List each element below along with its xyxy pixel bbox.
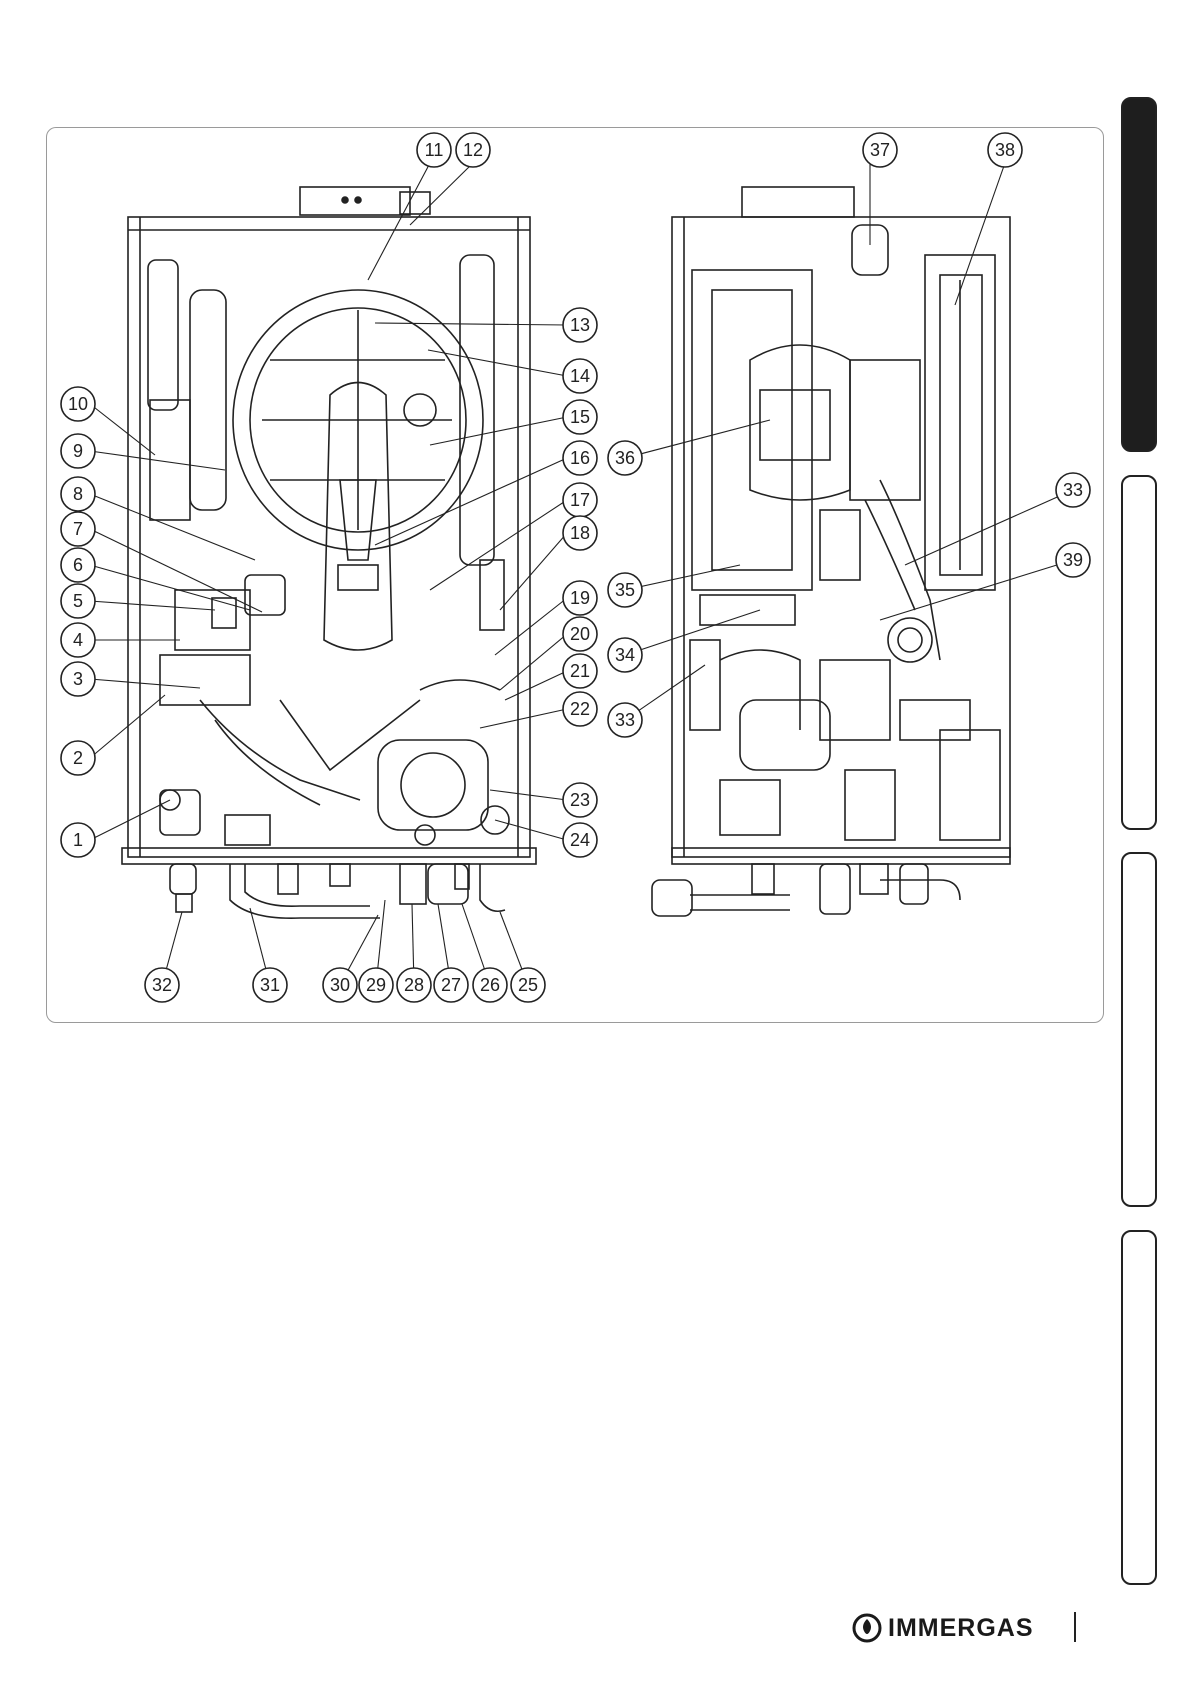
svg-text:13: 13: [570, 315, 590, 335]
svg-text:29: 29: [366, 975, 386, 995]
svg-text:12: 12: [463, 140, 483, 160]
svg-text:7: 7: [73, 519, 83, 539]
svg-text:28: 28: [404, 975, 424, 995]
svg-text:30: 30: [330, 975, 350, 995]
callout-17: 17: [563, 483, 597, 517]
callout-19: 19: [563, 581, 597, 615]
callout-37: 37: [863, 133, 897, 167]
callout-2: 2: [61, 741, 95, 775]
immergas-logo: IMMERGAS: [852, 1608, 1034, 1648]
svg-text:36: 36: [615, 448, 635, 468]
callout-39: 39: [1056, 543, 1090, 577]
callout-23: 23: [563, 783, 597, 817]
svg-text:3: 3: [73, 669, 83, 689]
callout-11: 11: [417, 133, 451, 167]
callout-8: 8: [61, 477, 95, 511]
callout-1: 1: [61, 823, 95, 857]
callout-38: 38: [988, 133, 1022, 167]
chapter-tab-3[interactable]: [1121, 852, 1157, 1207]
svg-text:19: 19: [570, 588, 590, 608]
svg-text:34: 34: [615, 645, 635, 665]
front-view-boiler: [122, 187, 536, 918]
immergas-flame-icon: [852, 1613, 882, 1643]
svg-text:38: 38: [995, 140, 1015, 160]
svg-text:1: 1: [73, 830, 83, 850]
svg-text:17: 17: [570, 490, 590, 510]
svg-text:27: 27: [441, 975, 461, 995]
svg-text:35: 35: [615, 580, 635, 600]
svg-text:6: 6: [73, 555, 83, 575]
callout-7: 7: [61, 512, 95, 546]
svg-text:16: 16: [570, 448, 590, 468]
callout-26: 26: [473, 968, 507, 1002]
callout-25: 25: [511, 968, 545, 1002]
callout-33-lower: 33: [608, 703, 642, 737]
svg-text:20: 20: [570, 624, 590, 644]
svg-text:5: 5: [73, 591, 83, 611]
callout-21: 21: [563, 654, 597, 688]
callout-27: 27: [434, 968, 468, 1002]
svg-text:10: 10: [68, 394, 88, 414]
svg-text:8: 8: [73, 484, 83, 504]
svg-text:14: 14: [570, 366, 590, 386]
callout-32: 32: [145, 968, 179, 1002]
callout-29: 29: [359, 968, 393, 1002]
svg-text:18: 18: [570, 523, 590, 543]
svg-text:32: 32: [152, 975, 172, 995]
callout-12: 12: [456, 133, 490, 167]
side-view-boiler: [652, 187, 1010, 916]
svg-text:15: 15: [570, 407, 590, 427]
svg-text:4: 4: [73, 630, 83, 650]
callout-6: 6: [61, 548, 95, 582]
callout-4: 4: [61, 623, 95, 657]
chapter-tab-2[interactable]: [1121, 475, 1157, 830]
callout-33-upper: 33: [1056, 473, 1090, 507]
callout-16: 16: [563, 441, 597, 475]
callout-36: 36: [608, 441, 642, 475]
svg-text:33: 33: [615, 710, 635, 730]
svg-text:9: 9: [73, 441, 83, 461]
svg-text:2: 2: [73, 748, 83, 768]
callout-10: 10: [61, 387, 95, 421]
callout-15: 15: [563, 400, 597, 434]
svg-text:31: 31: [260, 975, 280, 995]
chapter-tab-4[interactable]: [1121, 1230, 1157, 1585]
logo-divider: [1074, 1612, 1076, 1642]
callout-9: 9: [61, 434, 95, 468]
brand-name: IMMERGAS: [888, 1614, 1034, 1643]
svg-text:37: 37: [870, 140, 890, 160]
callout-18: 18: [563, 516, 597, 550]
svg-text:21: 21: [570, 661, 590, 681]
svg-text:25: 25: [518, 975, 538, 995]
svg-text:39: 39: [1063, 550, 1083, 570]
callout-20: 20: [563, 617, 597, 651]
svg-text:23: 23: [570, 790, 590, 810]
callout-5: 5: [61, 584, 95, 618]
callout-22: 22: [563, 692, 597, 726]
callout-3: 3: [61, 662, 95, 696]
callout-34: 34: [608, 638, 642, 672]
svg-text:33: 33: [1063, 480, 1083, 500]
chapter-tab-1[interactable]: [1121, 97, 1157, 452]
svg-text:24: 24: [570, 830, 590, 850]
callout-31: 31: [253, 968, 287, 1002]
callout-14: 14: [563, 359, 597, 393]
callout-35: 35: [608, 573, 642, 607]
callout-13: 13: [563, 308, 597, 342]
callout-28: 28: [397, 968, 431, 1002]
callout-30: 30: [323, 968, 357, 1002]
callout-24: 24: [563, 823, 597, 857]
svg-text:22: 22: [570, 699, 590, 719]
svg-text:11: 11: [425, 140, 444, 160]
svg-text:26: 26: [480, 975, 500, 995]
